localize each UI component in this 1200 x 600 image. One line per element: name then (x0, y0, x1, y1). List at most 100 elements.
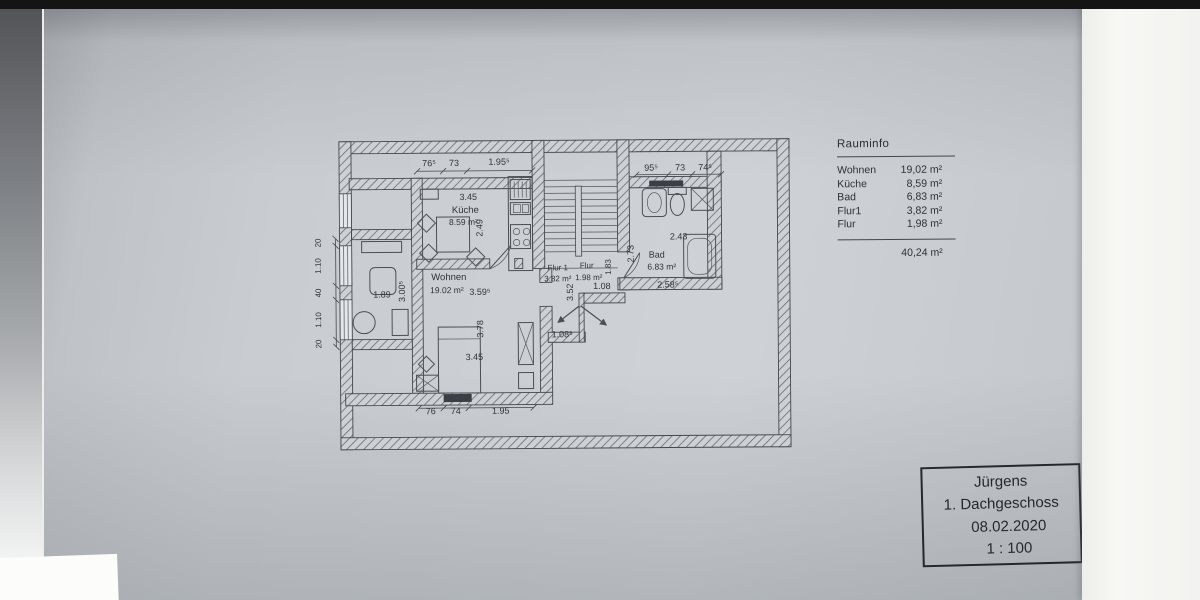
dimension-label: 2.73 (626, 245, 636, 263)
rauminfo-total: 40,24 m² (901, 246, 943, 259)
kitchen-shelf (419, 188, 439, 200)
staircase (544, 179, 618, 269)
rauminfo-title: Rauminfo (836, 137, 890, 151)
kitchen-table (435, 216, 471, 253)
bathroom-fixtures (641, 180, 717, 279)
stove (509, 223, 532, 250)
title-block: Jürgens 1. Dachgeschoss 08.02.2020 1 : 1… (920, 463, 1083, 568)
chair (417, 355, 436, 373)
chair (416, 213, 437, 233)
washbasin (641, 188, 667, 218)
wardrobe (517, 321, 534, 366)
dimension-label: 76 (426, 406, 436, 416)
room-name: Wohnen (837, 164, 877, 177)
rauminfo-row: Flur 1,98 m² (837, 218, 955, 232)
toilet-tank (667, 186, 687, 196)
title-block-name: Jürgens (973, 472, 1028, 491)
nightstand (518, 371, 535, 390)
attic-access-arrows (557, 305, 608, 326)
dimension-label: 20 (314, 238, 323, 248)
desk (391, 308, 409, 336)
dimension-label: 2.43 (670, 231, 688, 241)
dimension-label: 95⁵ (644, 163, 658, 173)
dimension-label: 1.08 (593, 281, 611, 291)
round-table (352, 311, 376, 335)
room-name: Bad (837, 191, 857, 204)
sideboard (361, 240, 403, 254)
dimension-label: 1.83 (604, 259, 613, 275)
dimension-label: 73 (449, 158, 459, 168)
windows (338, 193, 472, 403)
dimension-label: 1.10 (314, 258, 323, 274)
rauminfo-panel: Rauminfo Wohnen 19,02 m² Küche 8,59 m² Bad 6,… (837, 138, 956, 259)
dimension-label: 74⁵ (698, 162, 712, 172)
room-area: 8,59 m² (906, 177, 943, 190)
rauminfo-row: Wohnen 19,02 m² (837, 164, 955, 178)
rauminfo-row: Bad 6,83 m² (837, 191, 955, 205)
doors (489, 245, 641, 279)
dimension-label: 76⁵ (422, 158, 436, 168)
area-label-kueche: 8.59 m² (449, 217, 478, 227)
dimension-label: 2.58⁵ (657, 279, 679, 289)
room-label-flur: Flur (580, 261, 594, 270)
area-label-bad: 6.83 m² (647, 261, 676, 271)
room-label-bad: Bad (649, 250, 665, 260)
room-label-flur1: Flur 1 (548, 263, 569, 272)
room-label-wohnen: Wohnen (431, 272, 466, 283)
door-leaf-bath (623, 252, 641, 279)
stair-divider (574, 185, 583, 257)
dimension-label: 1.10 (314, 312, 323, 328)
chair (465, 247, 486, 267)
title-block-date: 08.02.2020 (971, 516, 1047, 536)
photo-left-edge (0, 9, 44, 600)
photo-edge-dark (0, 0, 1200, 9)
dimension-label: 3.00⁵ (397, 280, 407, 302)
room-name: Flur1 (837, 204, 862, 217)
bed (437, 326, 482, 394)
kitchen-furniture (416, 175, 534, 272)
area-label-wohnen: 19.02 m² (430, 285, 464, 295)
dimension-label: 3.45 (459, 192, 477, 202)
dimension-lines (332, 167, 725, 412)
dimension-label: 74 (451, 406, 461, 416)
dimension-label: 1.89 (373, 289, 391, 299)
area-label-flur1: 3.82 m² (544, 274, 572, 283)
small-room-furniture (352, 240, 409, 336)
area-label-flur: 1.98 m² (575, 273, 603, 282)
dish-drainer (509, 178, 531, 201)
title-block-scale: 1 : 100 (986, 539, 1033, 558)
dimension-label: 40 (314, 288, 323, 298)
title-block-floor: 1. Dachgeschoss (943, 493, 1059, 514)
rauminfo-row: Flur1 3,82 m² (837, 204, 955, 218)
room-label-kueche: Küche (452, 205, 479, 216)
chair (418, 243, 439, 263)
dimension-label: 1.95 (492, 406, 510, 416)
room-area: 19,02 m² (900, 163, 943, 176)
room-name: Flur (837, 218, 856, 231)
divider (837, 155, 956, 158)
dimension-label: 1.95⁵ (488, 157, 510, 167)
room-area: 3,82 m² (906, 204, 943, 217)
window-sill-dark (443, 393, 472, 403)
room-name: Küche (837, 177, 868, 190)
photo-right-background (1082, 0, 1200, 600)
bath-lintel (649, 180, 684, 187)
toilet (669, 192, 685, 216)
inner-walls (345, 139, 723, 407)
door-leaf-kitchen (489, 245, 511, 270)
side-table (416, 374, 440, 392)
dimension-label: 73 (675, 162, 685, 172)
dimension-label: 20 (314, 339, 323, 349)
rauminfo-row: Küche 8,59 m² (837, 177, 955, 191)
dimension-label: 3.52 (565, 283, 575, 301)
dimension-label: 3.59⁵ (469, 287, 491, 297)
kitchen-sink (509, 201, 531, 216)
shower (690, 187, 714, 211)
room-area: 6,83 m² (906, 190, 943, 203)
dimension-label: 3.78 (475, 320, 485, 338)
room-area: 1,98 m² (906, 217, 943, 230)
